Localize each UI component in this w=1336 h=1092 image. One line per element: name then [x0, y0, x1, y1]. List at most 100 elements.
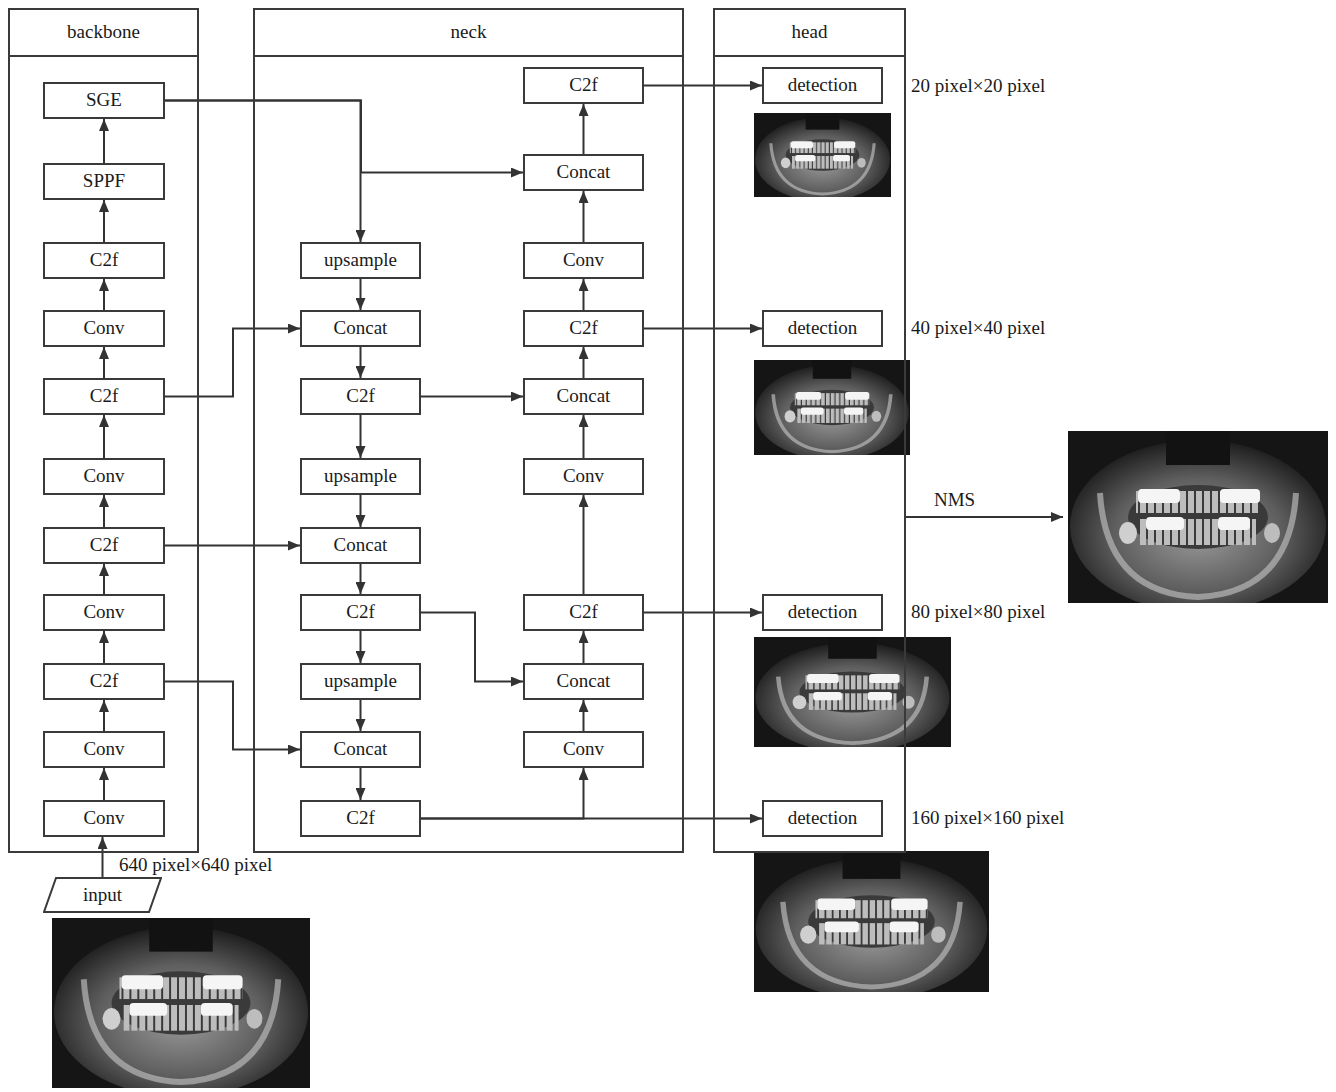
connector-arrow [644, 85, 762, 87]
layer-box: upsample [300, 242, 421, 279]
layer-label: Concat [334, 738, 388, 761]
connector-arrow [103, 768, 105, 800]
layer-label: C2f [569, 317, 598, 340]
connector-arrow [583, 415, 585, 458]
panel-heading-band: backbone [10, 10, 197, 57]
input-size-label: 640 pixel×640 pixel [119, 854, 272, 877]
panel-heading: backbone [67, 21, 140, 44]
scale-label: 80 pixel×80 pixel [911, 601, 1045, 624]
connector-arrow [165, 329, 300, 397]
layer-label: detection [788, 601, 858, 624]
layer-label: upsample [324, 670, 397, 693]
layer-box: C2f [523, 67, 644, 104]
layer-box: Conv [523, 458, 644, 495]
layer-label: Concat [334, 534, 388, 557]
layer-label: C2f [346, 601, 375, 624]
layer-label: input [83, 884, 122, 907]
layer-box: Concat [300, 731, 421, 768]
connector-arrow [583, 104, 585, 154]
connector-arrow [583, 191, 585, 242]
layer-box: upsample [300, 663, 421, 700]
layer-label: Conv [563, 249, 604, 272]
scale-label: 20 pixel×20 pixel [911, 75, 1045, 98]
connector-arrow [103, 631, 105, 663]
layer-label: C2f [569, 601, 598, 624]
panel-heading-band: head [715, 10, 904, 57]
layer-label: Concat [557, 670, 611, 693]
layer-box: SPPF [43, 163, 165, 200]
scale-xray [754, 851, 989, 999]
layer-label: Conv [563, 465, 604, 488]
layer-box: Concat [300, 527, 421, 564]
layer-box: Concat [523, 663, 644, 700]
scale-label: 160 pixel×160 pixel [911, 807, 1064, 830]
stage-panel: backboneSGESPPFC2fConvC2fConvC2fConvC2fC… [8, 8, 199, 853]
connector-arrow [583, 347, 585, 378]
layer-label: C2f [346, 385, 375, 408]
layer-label: C2f [346, 807, 375, 830]
layer-label: C2f [90, 249, 119, 272]
connector-arrow [583, 495, 585, 594]
connector-arrow [165, 545, 300, 547]
connector-arrow [165, 682, 300, 750]
connector-arrow [644, 612, 762, 614]
layer-box: C2f [43, 663, 165, 700]
connector-arrow [103, 119, 105, 163]
connector-arrow [103, 200, 105, 242]
layer-label: detection [788, 807, 858, 830]
layer-label: C2f [569, 74, 598, 97]
stage-panel: neckupsampleConcatC2fupsampleConcatC2fup… [253, 8, 684, 853]
scale-label: 40 pixel×40 pixel [911, 317, 1045, 340]
layer-label: C2f [90, 534, 119, 557]
nms-arrow [906, 516, 1063, 518]
layer-box: C2f [300, 800, 421, 837]
layer-label: Conv [83, 317, 124, 340]
layer-label: C2f [90, 670, 119, 693]
layer-label: Conv [563, 738, 604, 761]
layer-box: Conv [523, 731, 644, 768]
layer-label: Concat [557, 161, 611, 184]
layer-box: detection [762, 310, 883, 347]
layer-box: C2f [523, 594, 644, 631]
stage-panel: head detection detection detection detection [713, 8, 906, 853]
layer-label: Concat [557, 385, 611, 408]
layer-box: Conv [523, 242, 644, 279]
connector-arrow [360, 347, 362, 378]
scale-xray [754, 113, 891, 201]
connector-arrow [583, 279, 585, 310]
panel-heading-band: neck [255, 10, 682, 57]
layer-box: C2f [43, 242, 165, 279]
panel-heading: neck [451, 21, 487, 44]
layer-box: Conv [43, 731, 165, 768]
layer-box: SGE [43, 82, 165, 119]
connector-arrow [360, 768, 362, 800]
connector-arrow [421, 613, 523, 682]
output-xray [1068, 431, 1328, 612]
connector-arrow [360, 495, 362, 527]
layer-box: Conv [43, 800, 165, 837]
layer-box: C2f [43, 378, 165, 415]
connector-arrow [583, 700, 585, 731]
layer-box: Concat [523, 378, 644, 415]
layer-box: detection [762, 67, 883, 104]
input-xray [52, 918, 310, 1092]
layer-label: upsample [324, 465, 397, 488]
layer-label: Conv [83, 738, 124, 761]
connector-arrow [421, 396, 523, 398]
layer-label: detection [788, 317, 858, 340]
connector-arrow [360, 279, 362, 310]
connector-arrow [103, 495, 105, 527]
connector-arrow [644, 328, 762, 330]
layer-box: Conv [43, 310, 165, 347]
nms-label: NMS [934, 489, 975, 512]
layer-label: detection [788, 74, 858, 97]
layer-label: SGE [86, 89, 122, 112]
layer-box: C2f [43, 527, 165, 564]
layer-box: C2f [300, 594, 421, 631]
connector-arrow [360, 700, 362, 731]
connector-arrow [360, 564, 362, 594]
layer-label: Conv [83, 601, 124, 624]
parallelogram-shape [44, 878, 161, 912]
connector-arrow [103, 415, 105, 458]
